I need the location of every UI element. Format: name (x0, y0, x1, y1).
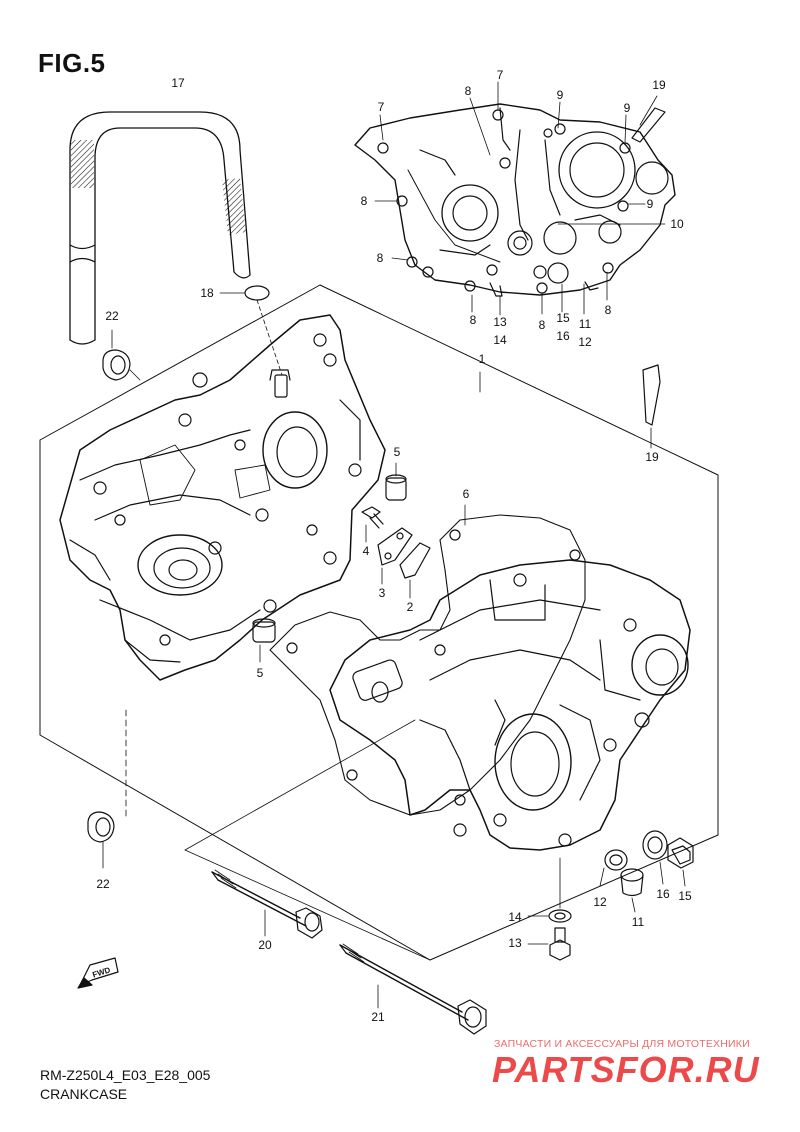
callout-18: 18 (200, 286, 214, 300)
long-bolt-21 (339, 943, 487, 1035)
callout-6: 6 (462, 487, 470, 501)
watermark-tagline: ЗАПЧАСТИ И АКСЕССУАРЫ ДЛЯ МОТОТЕХНИКИ (494, 1038, 750, 1050)
callout-5: 5 (256, 666, 264, 680)
left-crankcase-half (59, 314, 386, 681)
drain-plug-15 (667, 837, 694, 869)
crankcase-inner-view (354, 103, 676, 297)
callout-11: 11 (578, 317, 592, 331)
callout-19: 19 (652, 78, 666, 92)
breather-hose (69, 111, 251, 345)
gasket-ring-12 (604, 849, 628, 871)
callout-12: 12 (578, 335, 592, 349)
watermark-brand: PARTSFOR.RU (492, 1049, 760, 1090)
figure-title: FIG.5 (38, 48, 106, 78)
callout-5: 5 (393, 445, 401, 459)
callout-17: 17 (171, 76, 185, 90)
callout-9: 9 (646, 197, 654, 211)
callout-3: 3 (378, 586, 386, 600)
callout-7: 7 (496, 68, 504, 82)
callout-7: 7 (377, 100, 385, 114)
callout-8: 8 (538, 318, 546, 332)
callout-16: 16 (556, 329, 570, 343)
long-bolt-20 (211, 869, 323, 939)
right-crankcase-half (329, 559, 691, 851)
callout-11: 11 (631, 915, 645, 929)
breather-clip-loose (642, 364, 661, 426)
callout-9: 9 (556, 88, 564, 102)
callout-19: 19 (645, 450, 659, 464)
callout-13: 13 (508, 936, 522, 950)
callout-15: 15 (556, 311, 570, 325)
breather-clip (631, 107, 666, 143)
callout-16: 16 (656, 887, 670, 901)
inset-leader-lines (374, 81, 666, 316)
callout-8: 8 (469, 313, 477, 327)
callout-8: 8 (376, 251, 384, 265)
washer-14 (548, 909, 572, 923)
crankcase-gasket (269, 504, 586, 816)
callout-20: 20 (258, 938, 272, 952)
callout-22: 22 (96, 877, 110, 891)
hose-clamp (244, 285, 270, 301)
bolt-13 (549, 927, 571, 961)
drain-screen-11 (620, 868, 644, 897)
gasket-ring-16 (642, 830, 668, 860)
dowel-pin-lower (252, 618, 276, 643)
breather-plate (377, 527, 413, 566)
crankcase-assembly-outline (39, 284, 719, 961)
callout-13: 13 (493, 315, 507, 329)
callout-4: 4 (362, 544, 370, 558)
oil-seal-upper (102, 349, 131, 381)
plate-gasket (399, 542, 431, 579)
callout-14: 14 (508, 910, 522, 924)
fwd-arrow-icon (77, 957, 119, 989)
callout-12: 12 (593, 895, 607, 909)
callout-15: 15 (678, 889, 692, 903)
callout-1: 1 (478, 352, 486, 366)
callout-2: 2 (406, 600, 414, 614)
callout-8: 8 (464, 84, 472, 98)
section-name: CRANKCASE (40, 1086, 128, 1102)
callout-10: 10 (670, 217, 684, 231)
callout-14: 14 (493, 333, 507, 347)
callout-8: 8 (360, 194, 368, 208)
callout-9: 9 (623, 101, 631, 115)
callout-8: 8 (604, 303, 612, 317)
callout-22: 22 (105, 309, 119, 323)
small-bolt (361, 506, 384, 529)
oil-seal-lower (87, 811, 115, 843)
callout-21: 21 (371, 1010, 385, 1024)
dowel-pin-upper (385, 474, 407, 501)
model-code: RM-Z250L4_E03_E28_005 (40, 1067, 211, 1083)
